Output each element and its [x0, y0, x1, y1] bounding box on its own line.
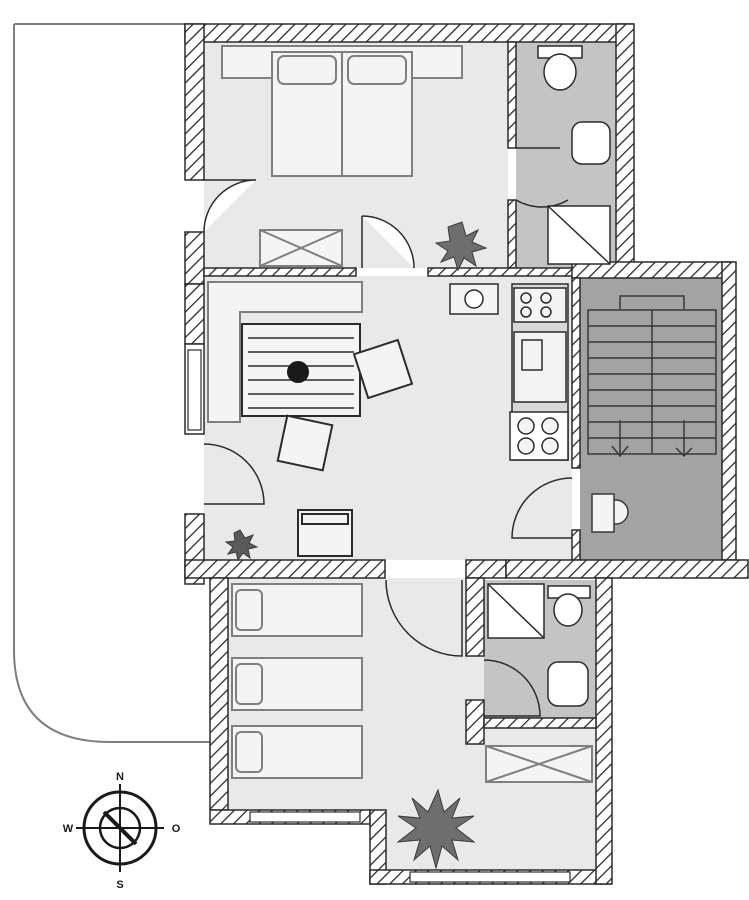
- dining-chair-back: [301, 513, 349, 525]
- south-divider-left: [184, 559, 386, 579]
- plant-living: [224, 529, 259, 562]
- sink-bowl: [464, 289, 484, 309]
- south-divider-right: [505, 559, 749, 579]
- bathroom-2-fixtures: [487, 583, 591, 707]
- bath-2-west-wall-lower: [465, 699, 485, 745]
- compass-label-west: W: [63, 823, 74, 835]
- stove-ring-1: [517, 417, 535, 435]
- bedroom-1-west-wall-upper: [184, 23, 205, 181]
- wardrobe-cross-1: [259, 229, 343, 267]
- bath-2-south-wall: [483, 717, 597, 729]
- living-stair-wall-lower: [571, 529, 581, 561]
- pillow-bed-3: [235, 731, 263, 773]
- north-wall: [184, 23, 634, 43]
- shower-2-diagonal: [487, 583, 545, 639]
- pillow-bed-2: [235, 663, 263, 705]
- living-stair-wall-upper: [571, 277, 581, 469]
- compass-label-south: S: [116, 879, 123, 891]
- wc-bowl-2: [553, 593, 583, 627]
- hob-ring-2: [540, 292, 552, 304]
- pillow-left: [277, 55, 337, 85]
- door-bedroom-1-south: [361, 215, 415, 269]
- compass-rose: N S W O: [63, 771, 181, 891]
- armchair-right: [352, 338, 414, 400]
- bath-partition-upper: [507, 41, 517, 149]
- staircase: [587, 295, 717, 533]
- hob-ring-3: [520, 306, 532, 318]
- stove-ring-4: [541, 437, 559, 455]
- bath-2-west-wall-upper: [465, 577, 485, 657]
- hob-top: [513, 287, 567, 323]
- hob-ring-4: [540, 306, 552, 318]
- pillow-bed-1: [235, 589, 263, 631]
- south-divider-mid: [465, 559, 507, 579]
- stove-ring-3: [517, 437, 535, 455]
- door-bedroom-2: [385, 579, 463, 657]
- window-bedroom-2-alcove: [409, 871, 571, 883]
- bedroom-2-east-wall: [595, 577, 613, 885]
- bedroom-1-furniture: [221, 45, 488, 272]
- shower-1-diagonal: [547, 205, 611, 265]
- door-bedroom-1-west: [203, 179, 257, 233]
- doors: [203, 147, 573, 717]
- door-living-west: [203, 443, 265, 505]
- bath-partition-lower: [507, 199, 517, 269]
- wardrobe-cross-2: [485, 745, 593, 783]
- corner-sofa: [207, 281, 363, 423]
- living-room-furniture: [207, 281, 414, 562]
- terrace-outline: [13, 23, 212, 743]
- living-west-wall-upper: [184, 283, 205, 345]
- bedroom-2-furniture: [231, 583, 593, 870]
- plant-bedroom-1: [434, 221, 488, 272]
- window-bedroom-2-south: [249, 811, 361, 823]
- plant-bedroom-2: [396, 788, 476, 870]
- compass-needle-diagonal: [102, 810, 138, 846]
- armchair-front: [276, 414, 334, 472]
- stair-arrow: [611, 420, 629, 458]
- compass-label-east: O: [172, 823, 181, 835]
- stair-east-wall: [721, 261, 737, 561]
- stove: [509, 411, 569, 461]
- bathroom-1-east-wall: [615, 23, 635, 269]
- stair-landing: [619, 295, 685, 310]
- bathroom-1-fixtures: [537, 45, 611, 265]
- washbasin-1: [571, 121, 611, 165]
- table-lamp: [287, 361, 309, 383]
- pillow-right: [347, 55, 407, 85]
- stove-ring-2: [541, 417, 559, 435]
- stair-wc-cistern: [591, 493, 615, 533]
- mid-wall-right: [427, 267, 581, 277]
- washbasin-2: [547, 661, 589, 707]
- compass-label-north: N: [116, 771, 124, 783]
- bedroom-2-west-wall: [209, 577, 229, 811]
- door-living-stair: [511, 477, 573, 539]
- bedroom-1-west-wall-lower: [184, 231, 205, 285]
- window-living-west: [187, 349, 202, 431]
- stair-arrow-up: [675, 420, 693, 458]
- mid-wall-left: [203, 267, 357, 277]
- wc-bowl-1: [543, 53, 577, 91]
- windows: [187, 349, 571, 883]
- kitchen: [449, 283, 569, 461]
- door-bathroom-2: [483, 659, 541, 717]
- hob-ring-1: [520, 292, 532, 304]
- door-bathroom-1: [515, 147, 569, 208]
- fridge-panel: [521, 339, 543, 371]
